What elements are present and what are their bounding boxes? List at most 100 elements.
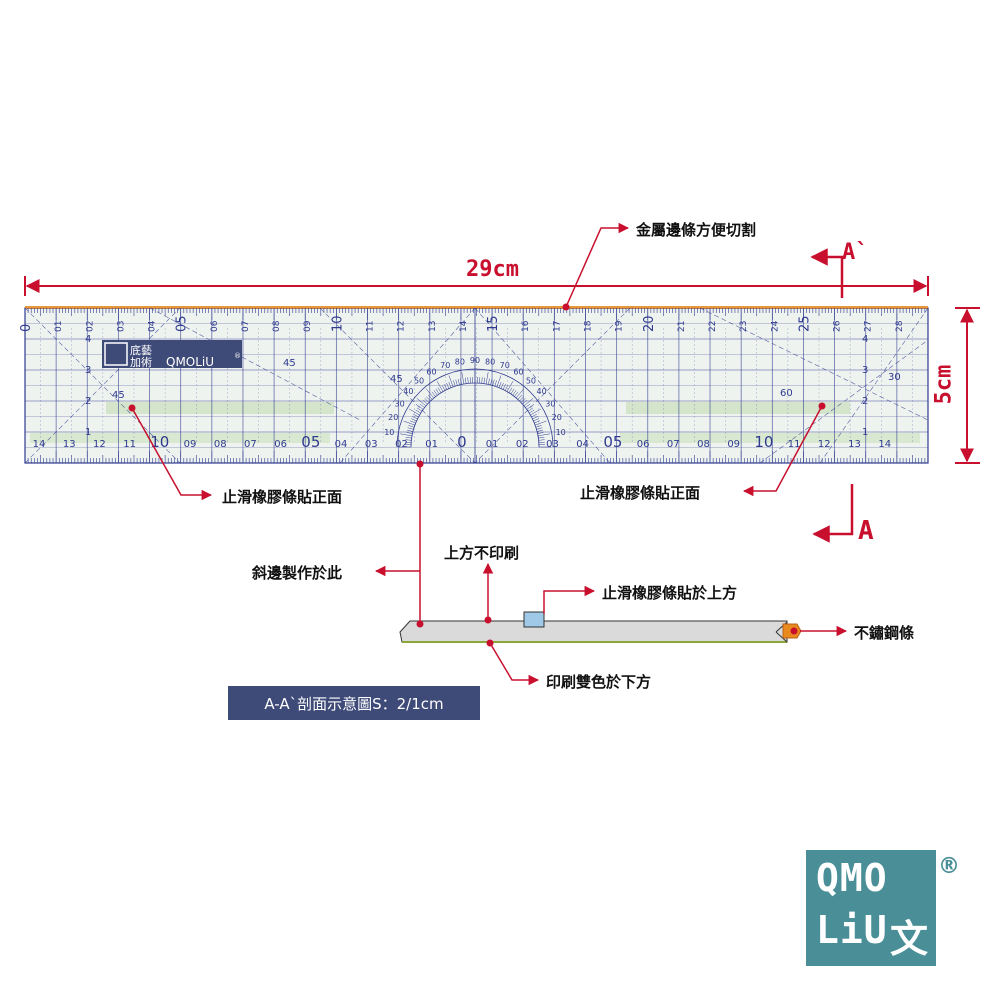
- bottom-number: 05: [301, 433, 320, 451]
- bottom-number: 12: [93, 439, 106, 450]
- bottom-number: 06: [274, 439, 287, 450]
- protractor-tick: [436, 381, 444, 392]
- top-number: 13: [428, 321, 438, 332]
- protractor-tick: [416, 397, 427, 407]
- bottom-number: 11: [123, 439, 136, 450]
- bottom-number: 09: [184, 439, 197, 450]
- protractor-tick: [535, 425, 542, 428]
- logo-line-2: LiU: [816, 908, 888, 952]
- protractor-tick: [427, 394, 433, 400]
- protractor-tick: [409, 408, 420, 416]
- protractor-number: 80: [455, 357, 465, 366]
- protractor-tick: [537, 433, 550, 437]
- label-print: 印刷雙色於下方: [546, 673, 652, 691]
- brand-logo: QMO LiU 文: [806, 850, 936, 966]
- protractor-number: 30: [545, 400, 555, 409]
- top-number: 06: [210, 320, 220, 332]
- angle-guide: [25, 308, 181, 463]
- strip-top-leader: [543, 585, 596, 614]
- top-number: 11: [366, 321, 376, 332]
- label-width: 5cm: [931, 364, 957, 405]
- protractor-tick: [422, 399, 428, 405]
- ruler-brand-top: 底藝: [130, 343, 152, 357]
- top-number: 0: [19, 324, 34, 332]
- label-section-bottom: A: [858, 516, 874, 546]
- top-number: 22: [708, 321, 718, 332]
- strip-right-leader: [742, 405, 823, 497]
- protractor-tick: [485, 372, 489, 385]
- top-number: 14: [459, 320, 469, 332]
- protractor-tick: [508, 387, 513, 393]
- label-bevel: 斜邊製作於此: [252, 564, 343, 582]
- protractor-number: 50: [414, 376, 424, 385]
- bottom-number: 11: [788, 439, 801, 450]
- protractor-tick: [455, 379, 458, 386]
- protractor-number: 40: [537, 387, 547, 396]
- ruler-grid: [25, 308, 928, 463]
- bottom-number: 06: [637, 439, 650, 450]
- protractor-tick: [426, 396, 431, 402]
- print-dot: [486, 639, 494, 647]
- protractor-tick: [523, 397, 534, 407]
- top-number: 03: [116, 321, 126, 332]
- protractor-number: 20: [388, 413, 398, 422]
- protractor-tick: [535, 420, 547, 426]
- bottom-number: 07: [244, 439, 257, 450]
- bottom-number: 04: [335, 439, 348, 450]
- angle-mark: 45: [390, 374, 403, 385]
- top-number: 07: [241, 321, 251, 332]
- protractor-tick: [506, 381, 514, 392]
- protractor-tick: [537, 432, 544, 434]
- grip-band-right: [626, 402, 850, 414]
- section-marker-bottom: [812, 484, 854, 543]
- left-number: 4: [85, 334, 91, 345]
- no-print-dot: [484, 616, 492, 624]
- bottom-number: 03: [546, 439, 559, 450]
- protractor-number: 20: [552, 413, 562, 422]
- ruler-brand-tag: ®: [234, 352, 241, 360]
- protractor-tick: [415, 409, 421, 414]
- protractor-tick: [500, 382, 504, 389]
- protractor-tick: [413, 413, 419, 418]
- angle-guide: [474, 308, 611, 463]
- protractor-tick: [529, 409, 535, 414]
- label-metal-edge: 金屬邊條方便切割: [636, 221, 757, 239]
- protractor-number: 40: [403, 387, 413, 396]
- angle-guide: [25, 308, 181, 463]
- ruler-brand-box: [102, 340, 242, 368]
- top-number: 01: [54, 321, 64, 332]
- protractor-tick: [467, 377, 469, 384]
- ruler-angle-lines: [25, 308, 928, 463]
- protractor-tick: [532, 416, 539, 420]
- protractor-tick: [538, 439, 545, 441]
- angle-mark: 45: [283, 358, 296, 369]
- protractor-tick: [431, 391, 436, 397]
- angle-mark: 60: [780, 388, 793, 399]
- bottom-number: 08: [697, 439, 710, 450]
- left-number: 2: [85, 396, 91, 407]
- label-steel: 不鏽鋼條: [854, 624, 915, 642]
- label-length: 29cm: [466, 257, 519, 282]
- section-grip-strip: [523, 611, 545, 628]
- section-steel-edge-2: [775, 631, 788, 643]
- bottom-number: 01: [425, 439, 438, 450]
- label-strip-left: 止滑橡膠條貼正面: [222, 488, 343, 506]
- strip-left-leader: [131, 407, 213, 501]
- protractor-tick: [515, 388, 525, 399]
- top-number: 04: [148, 320, 158, 332]
- protractor-number: 10: [384, 428, 394, 437]
- protractor-tick: [410, 420, 416, 424]
- angle-guide: [474, 308, 631, 463]
- protractor-number: 60: [513, 368, 523, 377]
- protractor-tick: [453, 380, 456, 387]
- bottom-number: 13: [848, 439, 861, 450]
- protractor-tick: [525, 403, 531, 408]
- protractor-tick: [406, 432, 413, 434]
- strip-right-dot: [818, 402, 826, 410]
- protractor-tick: [520, 398, 526, 403]
- protractor-tick: [481, 377, 483, 384]
- protractor-tick: [400, 433, 413, 437]
- bottom-number: 12: [818, 439, 831, 450]
- protractor-number: 70: [500, 361, 510, 370]
